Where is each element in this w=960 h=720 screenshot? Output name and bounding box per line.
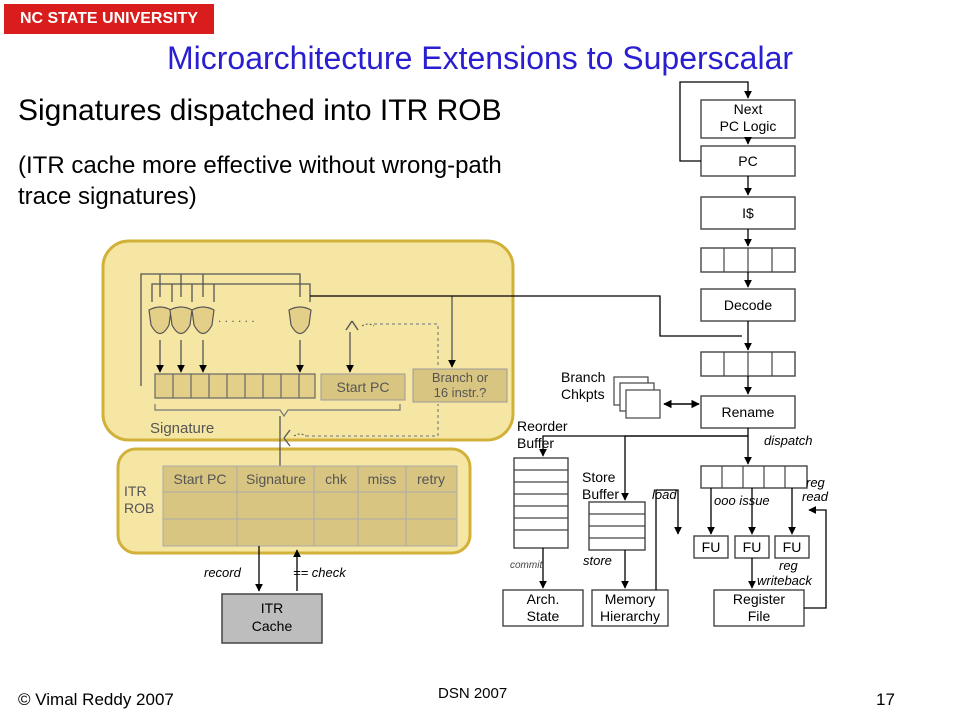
branch-check-line2: 16 instr.?: [434, 385, 487, 400]
icache-label: I$: [742, 205, 754, 221]
start-pc-box: [320, 373, 406, 401]
branch-ckpts-line1: Branch: [561, 369, 605, 385]
rename-label: Rename: [722, 404, 775, 420]
record-label: record: [204, 565, 242, 580]
rob-col-signature: Signature: [246, 471, 306, 487]
signature-register: [154, 373, 316, 399]
xor-gate: [288, 306, 312, 335]
arch-state-line2: State: [527, 608, 560, 624]
commit-label: commit: [510, 560, 543, 571]
store-buffer-line1: Store: [582, 469, 616, 485]
itr-cache-box: [221, 593, 323, 644]
memory-line2: Hierarchy: [600, 608, 660, 624]
decode-box: [700, 288, 796, 322]
reorder-line1: Reorder: [517, 418, 568, 434]
reg-writeback-line2: writeback: [757, 573, 813, 588]
reorder-buffer: [513, 457, 569, 549]
slide-heading: Signatures dispatched into ITR ROB: [18, 94, 502, 127]
memory-line1: Memory: [605, 591, 656, 607]
register-file-line1: Register: [733, 591, 785, 607]
slide-title: Microarchitecture Extensions to Supersca…: [166, 40, 794, 76]
signature-label: Signature: [150, 420, 214, 437]
dispatch-label: dispatch: [764, 433, 812, 448]
branch-checkpoints: [613, 376, 661, 419]
conference-label: DSN 2007: [438, 685, 508, 702]
branch-check-line1: Branch or: [432, 370, 489, 385]
fu-box-3: [774, 535, 810, 559]
copyright: © Vimal Reddy 2007: [18, 690, 174, 709]
rob-col-chk: chk: [325, 471, 348, 487]
rob-label-rob: ROB: [124, 500, 154, 516]
reg-writeback-line1: reg: [779, 558, 799, 573]
pc-label: PC: [738, 153, 757, 169]
memory-hierarchy-box: [591, 589, 669, 627]
reg-read-line2: read: [802, 489, 829, 504]
start-pc-label: Start PC: [337, 379, 390, 395]
check-label: == check: [293, 565, 347, 580]
itr-cache-line1: ITR: [261, 600, 284, 616]
store-buffer-line2: Buffer: [582, 486, 619, 502]
gate-ellipsis: . . . . . .: [218, 311, 255, 325]
store-label: store: [583, 553, 612, 568]
rob-col-miss: miss: [368, 471, 397, 487]
pc-box: [700, 145, 796, 177]
university-badge: NC STATE UNIVERSITY: [4, 4, 214, 34]
next-pc-logic-box: [700, 99, 796, 139]
rob-col-retry: retry: [417, 471, 445, 487]
icache-box: [700, 196, 796, 230]
branch-ckpts-line2: Chkpts: [561, 386, 605, 402]
slide-note: (ITR cache more effective without wrong-…: [18, 150, 678, 212]
rob-col-start-pc: Start PC: [174, 471, 227, 487]
reg-read-line1: reg: [806, 475, 826, 490]
note-line-2: trace signatures): [18, 183, 197, 210]
issue-queue: [700, 465, 808, 489]
fu-label-3: FU: [783, 539, 802, 555]
decode-label: Decode: [724, 297, 772, 313]
rob-label-itr: ITR: [124, 483, 147, 499]
rename-box: [700, 395, 796, 429]
xor-gate: [191, 306, 215, 335]
itr-cache-line2: Cache: [252, 618, 293, 634]
fu-box-1: [693, 535, 729, 559]
xor-gate: [169, 306, 193, 335]
itr-rob-table: Start PC Signature chk miss retry: [162, 465, 458, 547]
fu-label-2: FU: [743, 539, 762, 555]
page-number: 17: [876, 690, 895, 709]
load-label: load: [652, 487, 677, 502]
reorder-line2: Buffer: [517, 435, 554, 451]
arch-state-box: [502, 589, 584, 627]
register-file-line2: File: [748, 608, 771, 624]
next-pc-line1: Next: [734, 101, 763, 117]
ooo-issue-label: ooo issue: [714, 493, 770, 508]
arch-state-line1: Arch.: [527, 591, 560, 607]
branch-check-box: [412, 368, 508, 403]
next-pc-line2: PC Logic: [720, 118, 777, 134]
fu-label-1: FU: [702, 539, 721, 555]
xor-gate: [148, 306, 172, 335]
note-line-1: (ITR cache more effective without wrong-…: [18, 152, 502, 179]
